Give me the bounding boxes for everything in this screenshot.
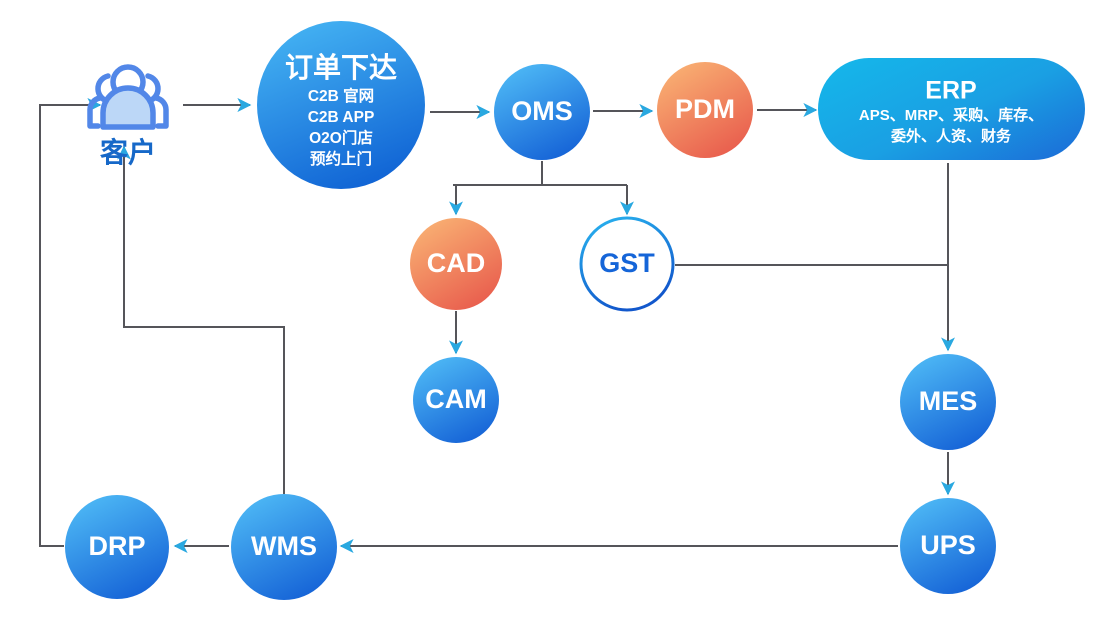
mes-node[interactable]: MES [900, 354, 996, 450]
wms-label: WMS [251, 531, 317, 561]
drp-node[interactable]: DRP [65, 495, 169, 599]
connector-layer [39, 98, 955, 553]
erp-pill[interactable] [818, 58, 1085, 160]
cam-label: CAM [425, 384, 487, 414]
edge-wms-to-customer [117, 145, 285, 494]
gst-node[interactable]: GST [579, 216, 675, 312]
oms-circle[interactable] [494, 64, 590, 160]
order-sub-4: 预约上门 [310, 149, 372, 168]
ups-label: UPS [920, 530, 976, 560]
cam-node[interactable]: CAM [413, 357, 499, 443]
drp-label: DRP [88, 531, 145, 561]
pdm-node[interactable]: PDM [657, 62, 753, 158]
cad-node[interactable]: CAD [410, 218, 502, 310]
erp-node[interactable]: ERP APS、MRP、采购、库存、 委外、人资、财务 [818, 58, 1085, 160]
oms-node[interactable]: OMS [494, 64, 590, 160]
mes-label: MES [919, 386, 978, 416]
drp-circle[interactable] [65, 495, 169, 599]
gst-circle[interactable] [579, 216, 675, 312]
order-sub-1: C2B 官网 [308, 86, 374, 105]
edge-oms-branch-trunk [453, 161, 627, 186]
order-sub-3: O2O门店 [309, 128, 373, 147]
ups-node[interactable]: UPS [900, 498, 996, 594]
oms-label: OMS [511, 96, 573, 126]
order-placement-title: 订单下达 [285, 52, 397, 83]
order-placement-node[interactable]: 订单下达 C2B 官网 C2B APP O2O门店 预约上门 [257, 21, 425, 189]
ups-circle[interactable] [900, 498, 996, 594]
customer-node[interactable]: 客户 [87, 64, 169, 168]
mes-circle[interactable] [900, 354, 996, 450]
pdm-label: PDM [675, 94, 735, 124]
cam-circle[interactable] [413, 357, 499, 443]
wms-circle[interactable] [231, 494, 337, 600]
erp-sub-1: APS、MRP、采购、库存、 [859, 106, 1043, 124]
erp-sub-2: 委外、人资、财务 [891, 127, 1012, 145]
edge-drp-to-customer [39, 98, 102, 547]
erp-label: ERP [925, 77, 976, 105]
users-group-icon [87, 64, 169, 130]
cad-label: CAD [427, 248, 486, 278]
order-sub-2: C2B APP [308, 109, 375, 126]
wms-node[interactable]: WMS [231, 494, 337, 600]
cad-circle[interactable] [410, 218, 502, 310]
order-placement-circle[interactable] [257, 21, 425, 189]
pdm-circle[interactable] [657, 62, 753, 158]
gst-label: GST [599, 248, 655, 278]
customer-label: 客户 [100, 136, 156, 168]
